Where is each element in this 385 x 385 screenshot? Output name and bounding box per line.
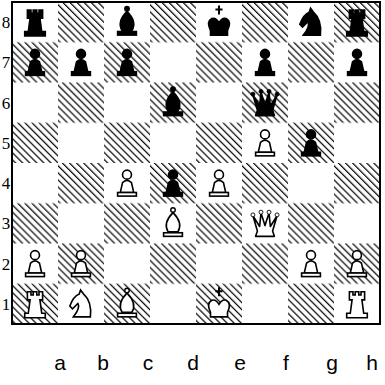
white-pawn [72,251,91,277]
file-label: f [283,352,289,373]
white-bishop [164,208,183,237]
black-pawn [348,49,367,75]
rank-label: 6 [2,94,11,111]
black-pawn [256,49,275,75]
black-queen [251,89,279,115]
white-pawn [118,170,137,196]
white-pieces [25,130,368,318]
white-knight [70,290,91,317]
board-squares [12,2,380,324]
white-rook [25,292,46,318]
white-pawn [210,170,229,196]
rank-label: 4 [2,175,11,192]
white-pawn [302,251,321,277]
white-bishop [118,288,137,317]
black-bishop [164,87,183,116]
rank-label: 8 [2,14,11,31]
rank-label: 5 [2,134,11,151]
black-king [209,6,230,36]
black-pawn [302,130,321,156]
white-queen [251,210,279,236]
black-pawn [164,170,183,196]
file-label: a [54,352,66,373]
white-rook [347,292,368,318]
white-king [209,287,230,317]
file-label: c [143,352,154,373]
black-bishop [118,6,137,35]
black-pieces [25,6,368,197]
rank-label: 1 [2,295,11,312]
file-label: e [234,352,246,373]
black-pawn [26,49,45,75]
black-rook [25,10,46,36]
black-pawn [118,49,137,75]
white-pawn [348,251,367,277]
rank-label: 3 [2,215,11,232]
black-rook [347,10,368,36]
white-pawn [26,251,45,277]
file-label: g [326,352,338,373]
black-pawn [72,49,91,75]
file-label: d [187,352,199,373]
white-pawn [256,130,275,156]
file-label: h [366,352,378,373]
rank-label: 2 [2,255,11,272]
file-label: b [97,352,109,373]
rank-label: 7 [2,54,11,71]
black-knight [300,8,321,35]
